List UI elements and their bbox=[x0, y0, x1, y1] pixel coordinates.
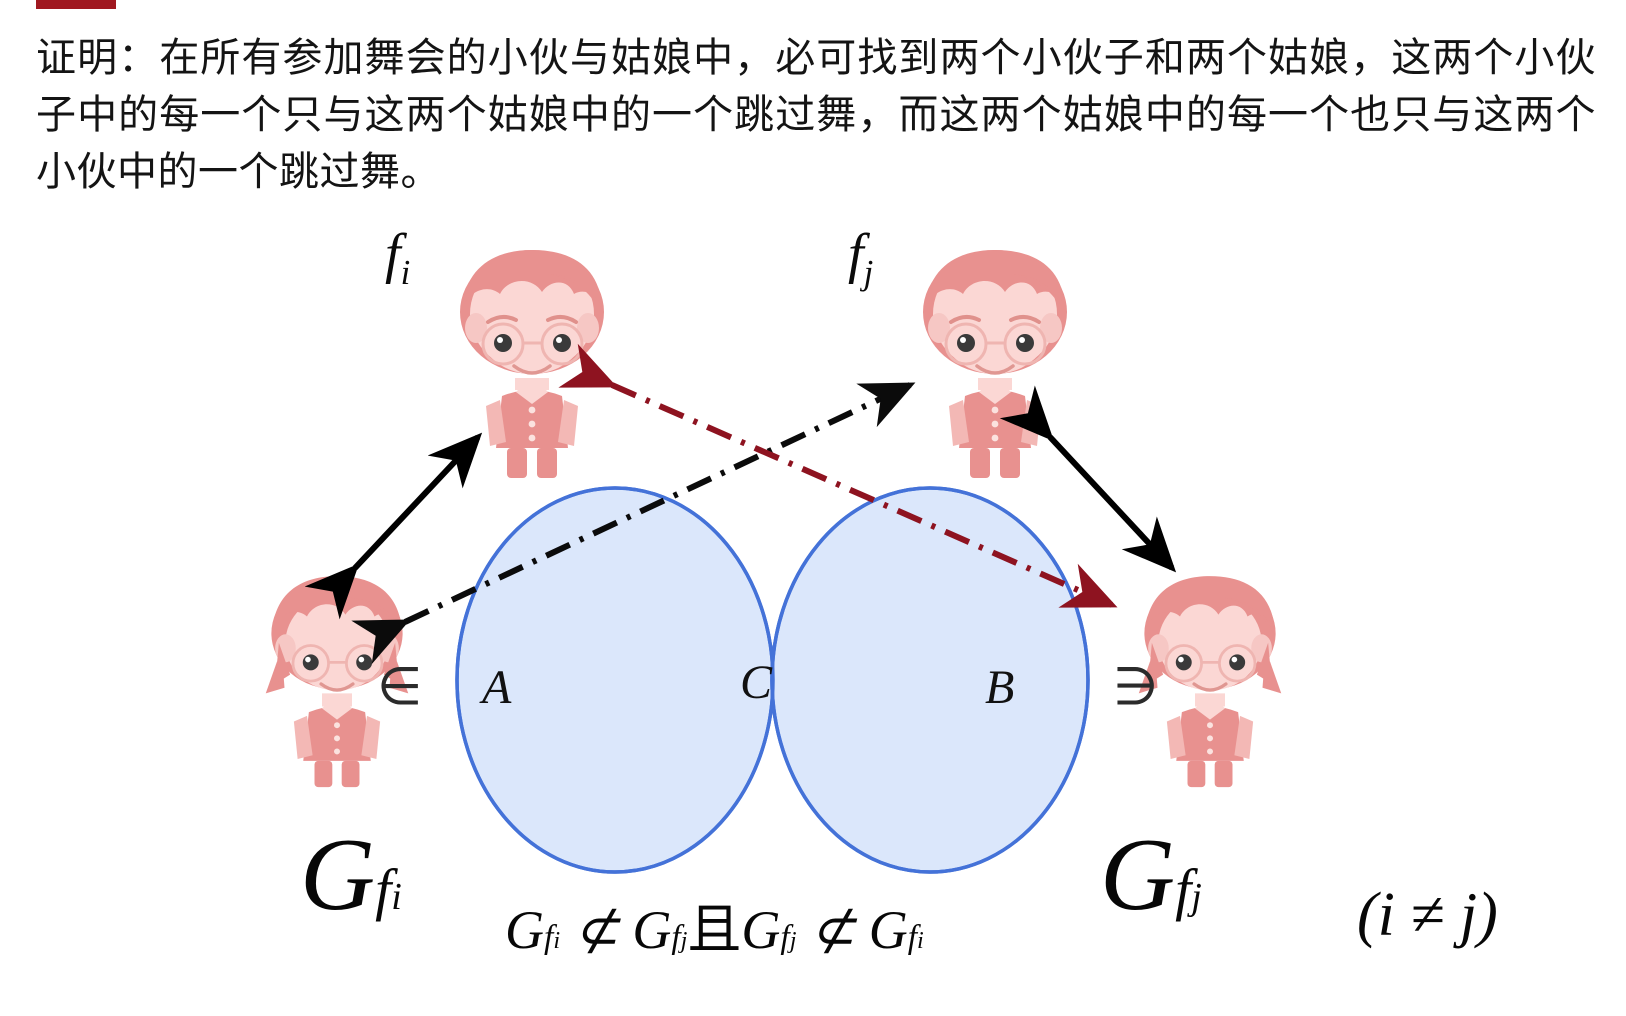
formula-g1-f: f bbox=[544, 919, 554, 956]
proof-paragraph: 证明：在所有参加舞会的小伙与姑娘中，必可找到两个小伙子和两个姑娘，这两个小伙子中… bbox=[36, 35, 1596, 194]
connector-boy-fi-to-girl-right bbox=[558, 343, 1118, 608]
venn-label-b: B bbox=[985, 661, 1015, 714]
formula-g2-j: j bbox=[680, 927, 688, 954]
formula-conjunction: 且 bbox=[687, 900, 742, 960]
label-f-i: fi bbox=[385, 222, 410, 293]
character-boy-fj bbox=[921, 250, 1069, 480]
formula-g3-j: j bbox=[789, 927, 797, 954]
big-label-g-fi-f: f bbox=[375, 857, 392, 922]
label-f-j-base: f bbox=[848, 223, 864, 285]
label-f-j-sub: j bbox=[863, 253, 874, 293]
big-label-g-fj-j: j bbox=[1191, 876, 1202, 918]
connector-girl-left-to-boy-fj bbox=[351, 382, 916, 665]
label-f-i-sub: i bbox=[400, 253, 411, 293]
label-f-i-base: f bbox=[385, 223, 401, 285]
venn-circle-b bbox=[770, 486, 1090, 874]
accent-bar bbox=[36, 0, 116, 9]
big-label-g-fi-i: i bbox=[391, 876, 402, 918]
subset-formula: Gfi ⊄ Gfj且Gfj ⊄ Gfi bbox=[505, 885, 924, 964]
formula-g4: G bbox=[868, 900, 908, 960]
character-girl-right bbox=[1137, 575, 1283, 789]
venn-label-c: C bbox=[740, 656, 773, 709]
formula-g2: G bbox=[632, 900, 672, 960]
formula-g3: G bbox=[741, 900, 781, 960]
label-f-j: fj bbox=[848, 222, 873, 293]
venn-label-a: A bbox=[482, 661, 512, 714]
formula-g3-f: f bbox=[780, 919, 790, 956]
big-label-g-fj-g: G bbox=[1100, 817, 1176, 932]
formula-g1-i: i bbox=[553, 927, 561, 954]
formula-g4-i: i bbox=[917, 927, 924, 954]
venn-intersection-c bbox=[770, 488, 773, 872]
connector-girl-right-to-boy-fj bbox=[999, 385, 1177, 573]
element-of-icon: ∈ bbox=[377, 657, 423, 717]
character-boy-fi bbox=[458, 250, 606, 480]
big-label-g-fi-g: G bbox=[300, 817, 376, 932]
connector-girl-left-to-boy-fi bbox=[304, 432, 483, 620]
formula-g4-f: f bbox=[907, 919, 918, 956]
big-label-g-fj-f: f bbox=[1175, 857, 1192, 922]
formula-g2-f: f bbox=[671, 919, 681, 956]
big-label-g-fi: Gfi bbox=[300, 815, 402, 934]
contains-element-icon: ∋ bbox=[1113, 657, 1159, 717]
formula-g1: G bbox=[505, 900, 544, 960]
big-label-g-fj: Gfj bbox=[1100, 815, 1202, 934]
condition-i-not-equal-j: (i ≠ j) bbox=[1357, 881, 1498, 949]
formula-nsubset-2: ⊄ bbox=[809, 900, 856, 960]
formula-nsubset-1: ⊄ bbox=[573, 900, 619, 960]
